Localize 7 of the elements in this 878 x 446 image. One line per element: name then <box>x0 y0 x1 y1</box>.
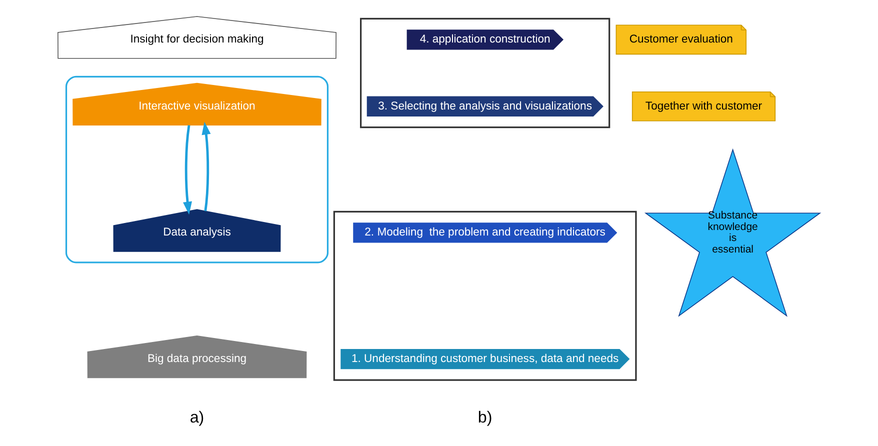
arrow <box>202 121 211 211</box>
label: a) <box>190 408 204 426</box>
cluster <box>360 17 610 128</box>
cluster <box>65 75 329 263</box>
label: b) <box>478 408 492 426</box>
cluster <box>333 210 637 380</box>
arrow <box>183 124 192 214</box>
